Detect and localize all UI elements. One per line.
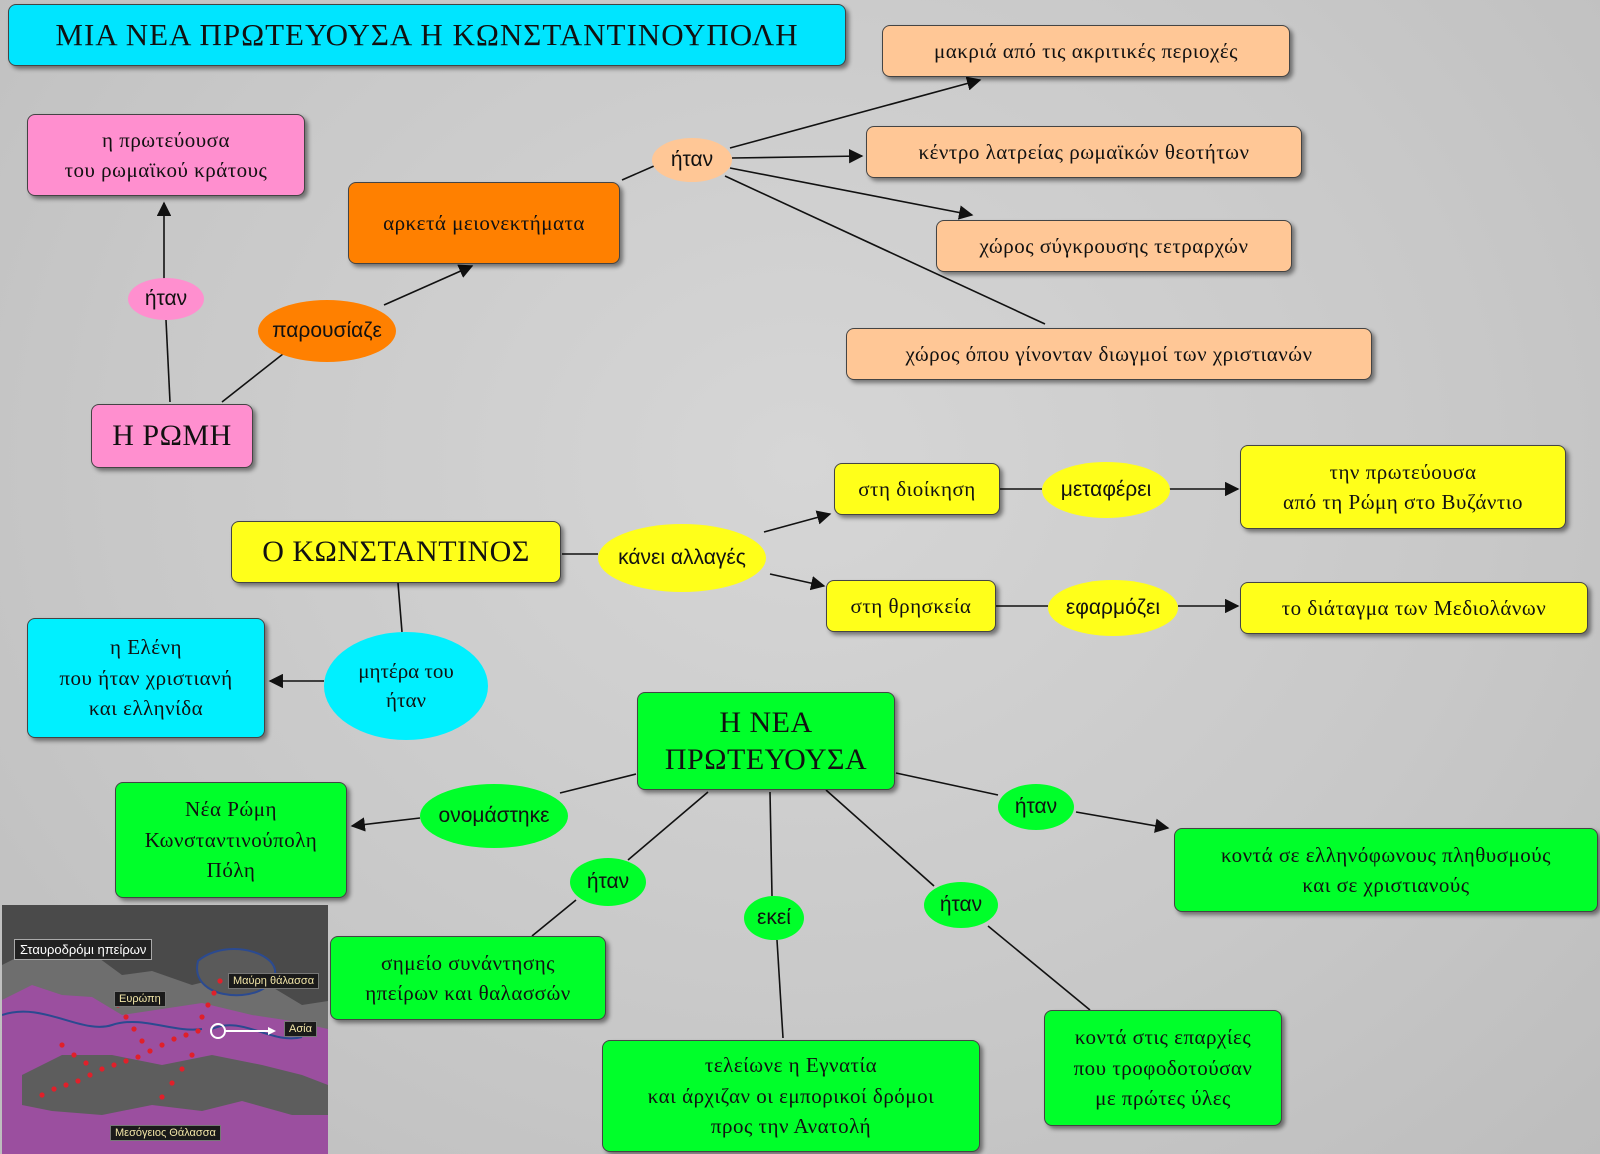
capital-of-roman-state-box: η πρωτεύουσα του ρωμαϊκού κράτους [27,114,305,196]
disadvantages-box: αρκετά μειονεκτήματα [348,182,620,264]
crossroads-map-image: Σταυροδρόμι ηπείρων Ευρώπη Μαύρη θάλασσα… [2,905,328,1154]
reason-tetrarchs-conflict: χώρος σύγκρουσης τετραρχών [936,220,1292,272]
were-link: ήταν [652,138,732,182]
applies-link: εφαρμόζει [1048,580,1178,636]
was-link-population: ήταν [998,784,1074,830]
religion-box: στη θρησκεία [826,580,996,632]
names-box: Νέα Ρώμη Κωνσταντινούπολη Πόλη [115,782,347,898]
map-asia-label: Ασία [284,1021,317,1037]
provinces-box: κοντά στις επαρχίες που τροφοδοτούσαν με… [1044,1010,1282,1126]
capital-move-box: την πρωτεύουσα από τη Ρώμη στο Βυζάντιο [1240,445,1566,529]
egnatia-box: τελείωνε η Εγνατία και άρχιζαν οι εμπορι… [602,1040,980,1152]
reason-christian-persecutions: χώρος όπου γίνονταν διωγμοί των χριστιαν… [846,328,1372,380]
there-link: εκεί [744,896,804,940]
rome-box: Η ΡΩΜΗ [91,404,253,468]
map-black-sea-label: Μαύρη θάλασσα [228,973,320,989]
new-capital-box: Η ΝΕΑ ΠΡΩΤΕΥΟΥΣΑ [637,692,895,790]
rome-was-link: ήταν [128,278,204,320]
was-named-link: ονομάστηκε [420,784,568,848]
map-mediterranean-label: Μεσόγειος Θάλασσα [110,1125,221,1141]
page-title: ΜΙΑ ΝΕΑ ΠΡΩΤΕΥΟΥΣΑ Η ΚΩΝΣΤΑΝΤΙΝΟΥΠΟΛΗ [8,4,846,66]
was-link-provinces: ήταν [924,882,998,928]
map-europe-label: Ευρώπη [114,991,166,1007]
administration-box: στη διοίκηση [834,463,1000,515]
moves-link: μεταφέρει [1042,462,1170,518]
helen-box: η Ελένη που ήταν χριστιανή και ελληνίδα [27,618,265,738]
map-title-label: Σταυροδρόμι ηπείρων [14,939,153,960]
presented-link: παρουσίαζε [258,300,396,362]
population-box: κοντά σε ελληνόφωνους πληθυσμούς και σε … [1174,828,1598,912]
makes-changes-link: κάνει αλλαγές [598,524,766,592]
meeting-point-box: σημείο συνάντησης ηπείρων και θαλασσών [330,936,606,1020]
constantine-box: Ο ΚΩΝΣΤΑΝΤΙΝΟΣ [231,521,561,583]
reason-roman-gods-center: κέντρο λατρείας ρωμαϊκών θεοτήτων [866,126,1302,178]
edict-of-milan-box: το διάταγμα των Μεδιολάνων [1240,582,1588,634]
reason-far-from-borders: μακριά από τις ακριτικές περιοχές [882,25,1290,77]
was-link-meeting: ήταν [570,858,646,906]
mother-was-link: μητέρα του ήταν [324,632,488,740]
